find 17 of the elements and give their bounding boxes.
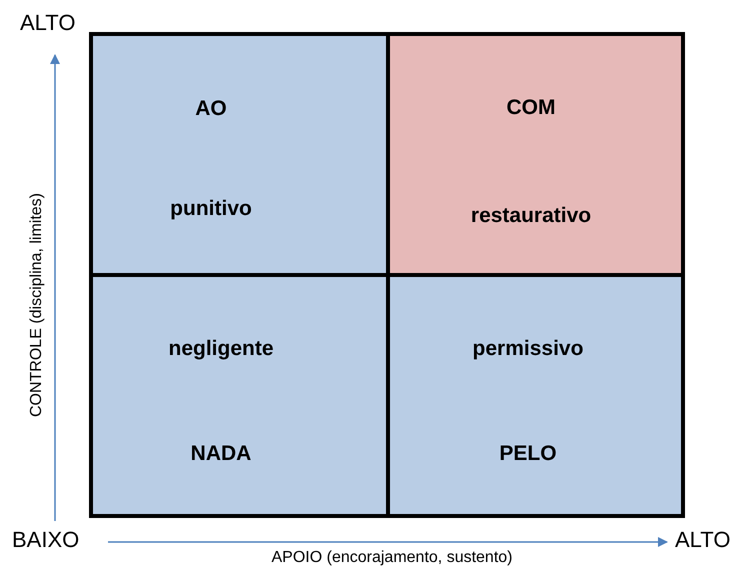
quadrant-label: COM: [506, 96, 556, 120]
quadrant-box: [388, 34, 683, 275]
axis-end-label: ALTO: [675, 527, 730, 553]
quadrant-box: [388, 275, 683, 516]
axis-end-label: BAIXO: [12, 527, 80, 553]
quadrant-text: restaurativo: [470, 204, 592, 228]
axis-end-label: ALTO: [20, 10, 76, 36]
quadrant-label: permissivo: [472, 337, 584, 361]
axis-title: APOIO (encorajamento, sustento): [272, 549, 512, 567]
quadrant-text: NADA: [190, 442, 252, 466]
quadrant-text: PELO: [499, 442, 557, 466]
quadrant-box: [91, 34, 388, 275]
quadrant-label: AO: [195, 97, 227, 121]
quadrant-text: punitivo: [170, 197, 252, 221]
quadrant-box: [91, 275, 388, 516]
axis-title: CONTROLE (disciplina, limites): [28, 192, 46, 418]
quadrant-label: negligente: [168, 337, 274, 361]
